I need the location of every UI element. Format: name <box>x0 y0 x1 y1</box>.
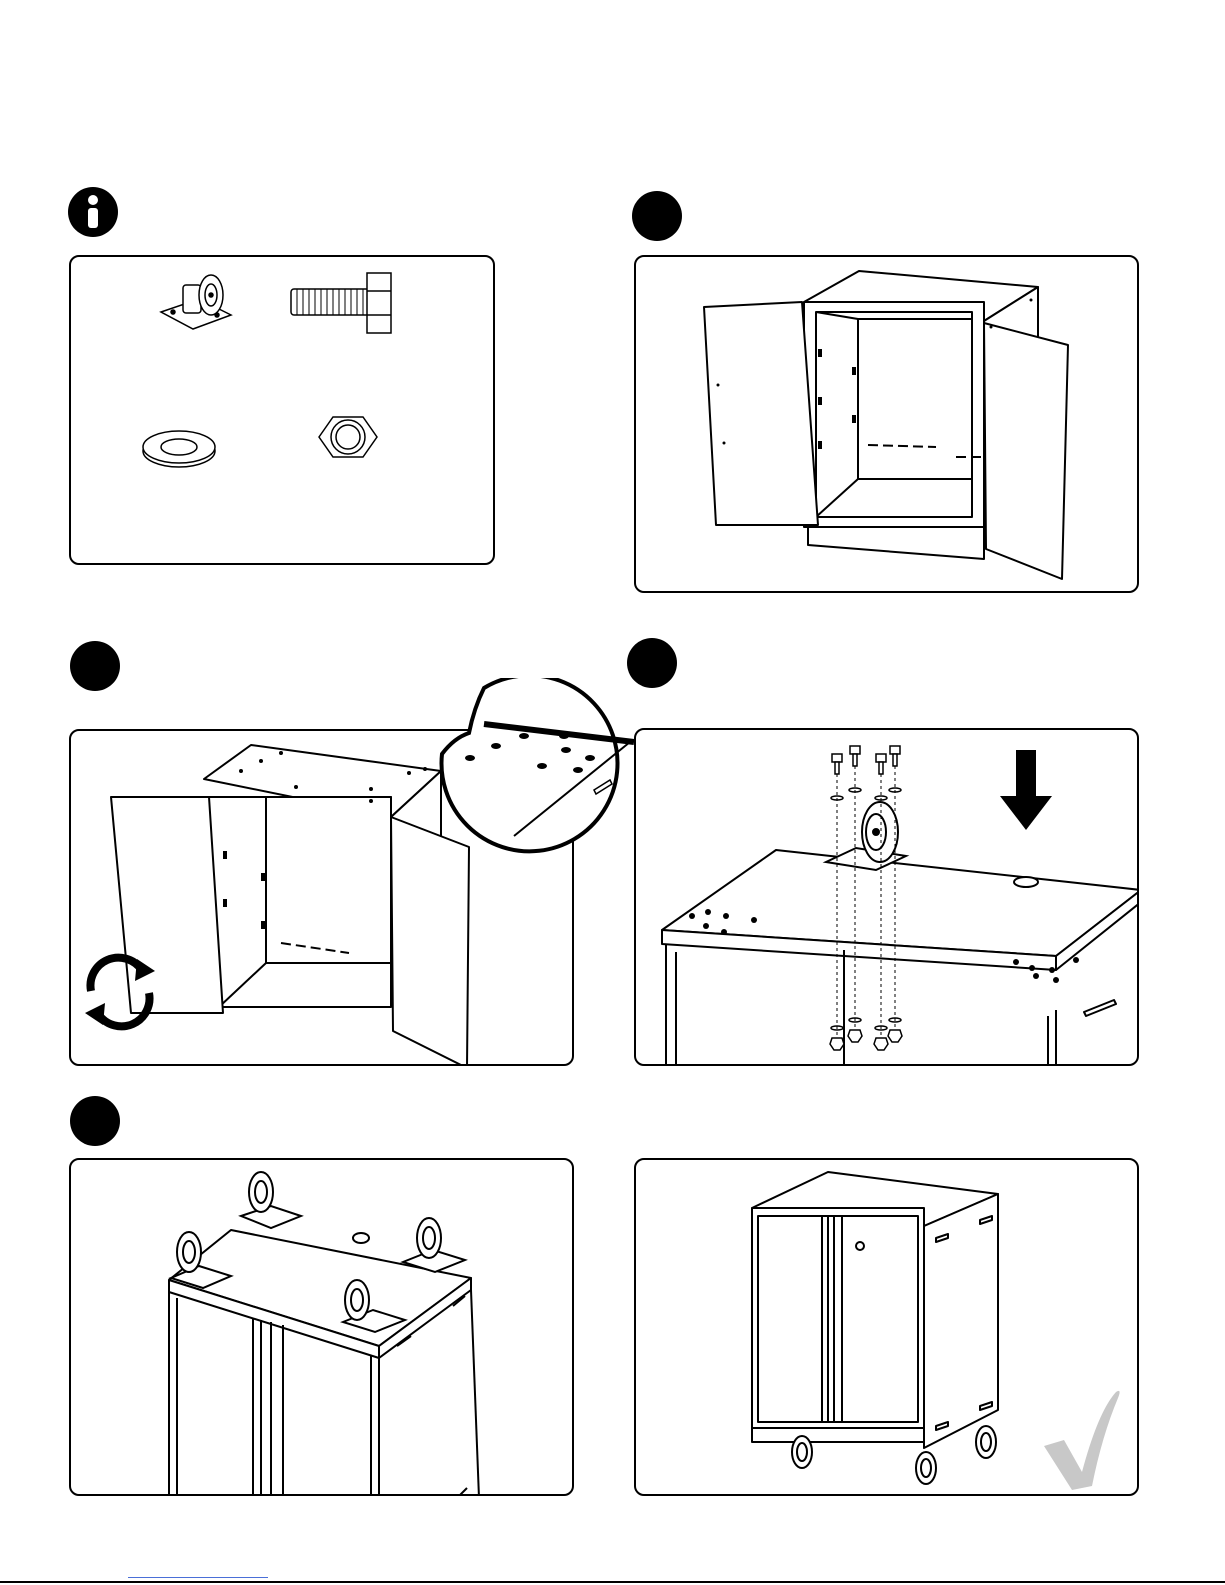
step-4-panel <box>69 1158 574 1496</box>
step-1-badge <box>632 191 682 241</box>
caster-wheel-icon <box>161 275 231 329</box>
down-arrow-icon <box>1000 750 1052 830</box>
step-2-badge <box>70 641 120 691</box>
finished-cabinet-illustration <box>636 1160 1139 1496</box>
four-casters-installed-illustration <box>71 1160 574 1496</box>
footer-link-underline[interactable] <box>128 1577 268 1578</box>
zoom-detail-circle <box>414 678 649 863</box>
parts-panel <box>69 255 495 565</box>
footer-rule <box>0 1581 1225 1583</box>
step-1-panel <box>634 255 1139 593</box>
hex-bolt-icon <box>291 273 391 333</box>
hex-nut-icon <box>319 417 377 457</box>
info-badge <box>68 187 118 237</box>
info-icon <box>68 187 118 237</box>
final-panel <box>634 1158 1139 1496</box>
flat-washer-icon <box>143 431 215 467</box>
attach-caster-illustration <box>636 730 1139 1066</box>
step-3-panel <box>634 728 1139 1066</box>
checkmark-icon <box>1044 1391 1120 1490</box>
cabinet-open-doors-illustration <box>636 257 1139 593</box>
step-3-badge <box>627 638 677 688</box>
step-4-badge <box>70 1096 120 1146</box>
